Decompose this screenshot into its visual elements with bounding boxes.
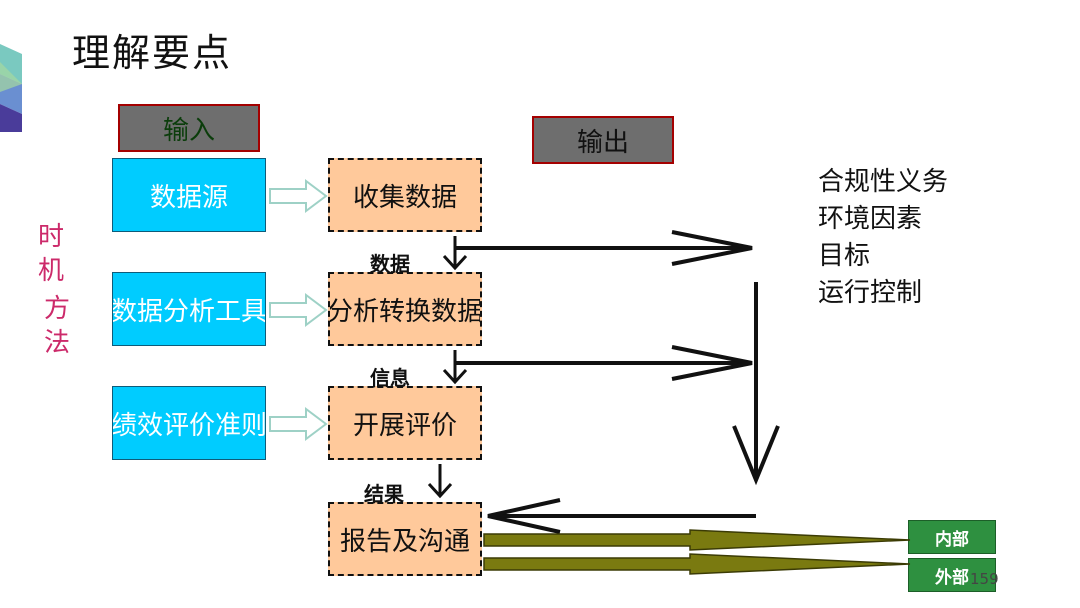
process-box-collect: 收集数据 [328,158,482,232]
report-arrow-external [483,553,911,575]
output-item: 合规性义务 [818,167,949,197]
down-arrow-3 [427,464,453,499]
down-arrow-2 [442,350,468,385]
down-arrow-1 [442,236,468,271]
right-arrow-data [456,230,753,266]
page-number: 159 [970,570,999,588]
side-label-method: 方法 [43,294,70,358]
output-item: 运行控制 [818,278,923,308]
input-box-evaluation-criteria: 绩效评价准则 [112,386,266,460]
process-box-analyze: 分析转换数据 [328,272,482,346]
side-label-timing: 时机 [37,222,64,286]
output-header: 输出 [532,116,674,164]
external-badge: 外部 [908,558,996,592]
right-arrow-information [456,345,753,381]
hollow-arrow-input-1 [269,179,328,213]
input-box-analysis-tool: 数据分析工具 [112,272,266,346]
process-box-report: 报告及沟通 [328,502,482,576]
output-item: 目标 [818,241,871,271]
flow-label-data: 数据 [370,252,410,276]
logo [0,44,22,132]
internal-badge: 内部 [908,520,996,554]
collector-down-arrow [732,282,780,486]
hollow-arrow-input-3 [269,407,328,441]
hollow-arrow-input-2 [269,293,328,327]
input-box-data-source: 数据源 [112,158,266,232]
process-box-evaluate: 开展评价 [328,386,482,460]
page-title: 理解要点 [72,31,233,75]
left-arrow-to-report [487,498,756,534]
report-arrow-internal [483,529,911,551]
input-header: 输入 [118,104,260,152]
flow-label-information: 信息 [370,366,410,390]
flow-label-result: 结果 [364,482,404,506]
output-list: 合规性义务 环境因素 目标 运行控制 [818,164,948,312]
output-item: 环境因素 [818,204,923,234]
